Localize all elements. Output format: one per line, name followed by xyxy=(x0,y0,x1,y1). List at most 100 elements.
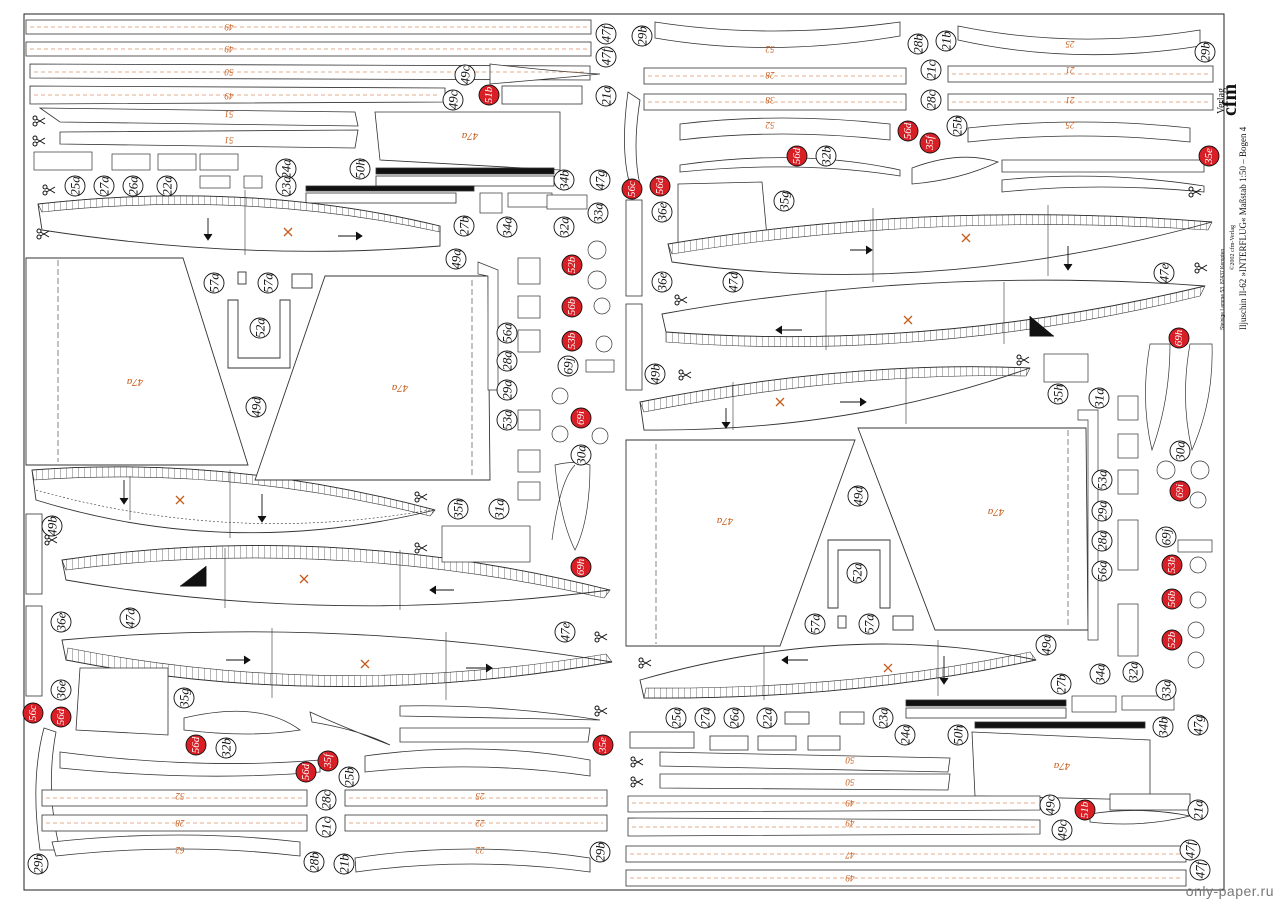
callout-circle xyxy=(553,216,575,238)
callout-circle xyxy=(561,254,583,276)
part-callout: 35g xyxy=(773,190,795,212)
callout-circle xyxy=(215,737,237,759)
part-callout: 25a xyxy=(64,175,86,197)
part-callout-red: 56d xyxy=(185,734,207,756)
part-callout: 69j xyxy=(557,355,579,377)
strip-group-top-left xyxy=(25,19,601,204)
callout-circle xyxy=(488,498,510,520)
part-callout: 29b xyxy=(589,841,611,863)
callout-label: 28b xyxy=(911,34,926,54)
part-callout: 47g xyxy=(589,169,611,191)
callout-label: 56d xyxy=(300,763,312,780)
callout-label: 49c xyxy=(1055,820,1070,839)
callout-circle xyxy=(1155,526,1177,548)
strip-number: 49 xyxy=(224,91,234,101)
part-callout: 50h xyxy=(349,158,371,180)
callout-circle xyxy=(1153,262,1175,284)
callout-circle xyxy=(1050,673,1072,695)
callout-circle xyxy=(786,145,808,167)
part-callout: 31a xyxy=(1088,387,1110,409)
part-callout: 21c xyxy=(315,816,337,838)
callout-circle xyxy=(295,761,317,783)
callout-circle xyxy=(631,25,653,47)
callout-circle xyxy=(723,707,745,729)
callout-circle xyxy=(553,169,575,191)
callout-label: 53b xyxy=(566,332,578,349)
part-callout: 49c xyxy=(1051,819,1073,841)
part-callout: 47f xyxy=(595,46,617,68)
callout-circle xyxy=(1074,799,1096,821)
callout-label: 56d xyxy=(190,736,202,753)
strip-number: 21 xyxy=(1066,65,1075,75)
part-callout-red: 69i xyxy=(570,407,592,429)
callout-circle xyxy=(1189,859,1211,881)
callout-label: 36e xyxy=(655,202,670,222)
dash-lines-misc xyxy=(46,73,1208,879)
callout-circle xyxy=(570,556,592,578)
part-callout: 32b xyxy=(815,145,837,167)
callout-circle xyxy=(897,120,919,142)
callout-label: 35g xyxy=(177,688,192,709)
part-callout-red: 69i xyxy=(1169,480,1191,502)
part-callout-red: 35e xyxy=(1198,145,1220,167)
callout-label: 36e xyxy=(54,612,69,632)
callout-label: 56a xyxy=(1095,561,1110,581)
callout-label: 52b xyxy=(1166,631,1178,648)
callout-label: 21b xyxy=(939,31,954,51)
callout-circle xyxy=(27,853,49,875)
callout-label: 29b xyxy=(1198,42,1213,62)
part-callout: 49b xyxy=(41,515,63,537)
callout-label: 28b xyxy=(307,852,322,872)
part-callout-red: 56d xyxy=(897,120,919,142)
big-label: 47a xyxy=(126,376,143,388)
part-callout: 47f xyxy=(1179,839,1201,861)
callout-circle xyxy=(333,853,355,875)
fuselage-part-mid-left-1 xyxy=(31,466,436,538)
callout-circle xyxy=(1169,440,1191,462)
callout-circle xyxy=(595,85,617,107)
part-callout: 29a xyxy=(1091,500,1113,522)
callout-circle xyxy=(203,272,225,294)
callout-circle xyxy=(50,679,72,701)
callout-circle xyxy=(1051,819,1073,841)
part-callout: 36e xyxy=(651,271,673,293)
part-callout-red: 51b xyxy=(478,84,500,106)
callout-label: 24a xyxy=(279,159,294,179)
callout-label: 47g xyxy=(593,170,608,190)
callout-label: 56d xyxy=(791,147,803,164)
callout-circle xyxy=(561,296,583,318)
scissors-icon xyxy=(414,542,428,554)
callout-circle xyxy=(595,23,617,45)
callout-circle xyxy=(554,621,576,643)
part-callout: 52a xyxy=(249,317,271,339)
tab-row-left xyxy=(33,151,588,214)
strip-number: 38 xyxy=(765,95,776,105)
cut-marks-orange xyxy=(175,227,971,673)
part-callout: 33a xyxy=(1155,679,1177,701)
callout-circle xyxy=(907,33,929,55)
scissors-icon xyxy=(32,135,46,147)
callout-circle xyxy=(1091,560,1113,582)
callout-label: 29a xyxy=(1095,501,1110,521)
callout-circle xyxy=(815,145,837,167)
part-callout: 28c xyxy=(315,789,337,811)
callout-label: 35f xyxy=(924,134,936,151)
part-callout: 49a xyxy=(445,248,467,270)
callout-label: 30a xyxy=(574,445,589,466)
callout-circle xyxy=(589,169,611,191)
callout-label: 51b xyxy=(1079,801,1091,818)
callout-circle xyxy=(275,175,297,197)
callout-label: 49d xyxy=(249,397,264,417)
callout-circle xyxy=(496,409,518,431)
callout-circle xyxy=(1161,554,1183,576)
callout-label: 56d xyxy=(902,122,914,139)
part-callout: 27b xyxy=(453,215,475,237)
callout-circle xyxy=(50,706,72,728)
scissors-icon xyxy=(638,657,652,669)
callout-label: 34b xyxy=(1156,717,1171,738)
callout-circle xyxy=(595,46,617,68)
part-callout-red: 53b xyxy=(561,330,583,352)
part-callout-red: 56d xyxy=(649,175,671,197)
part-callout: 47e xyxy=(554,621,576,643)
callout-circle xyxy=(649,175,671,197)
